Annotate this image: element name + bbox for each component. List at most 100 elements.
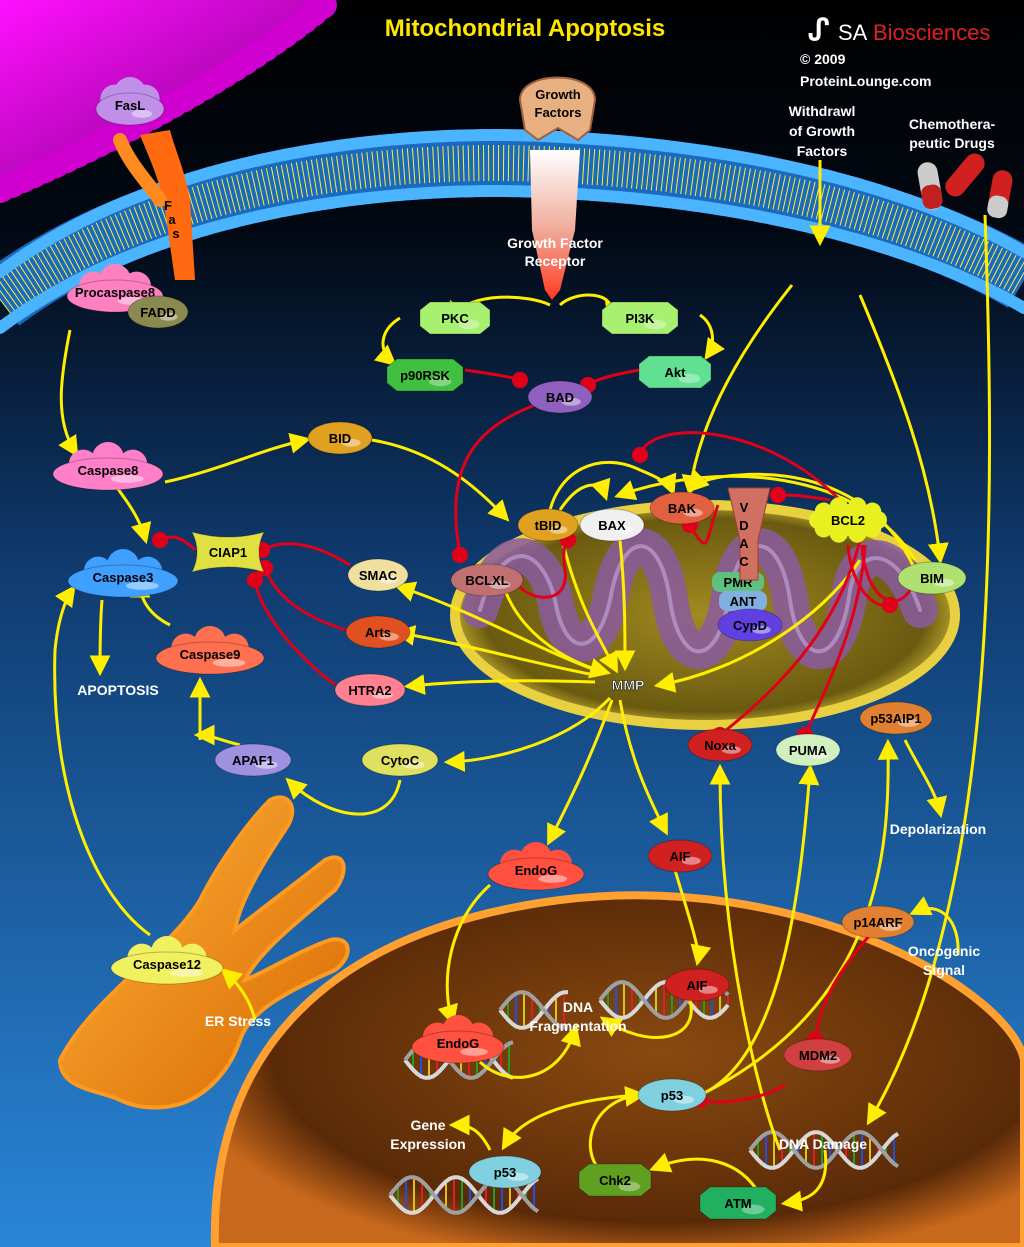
activation-arrow-14 (866, 214, 992, 1126)
node-label-caspase8: Caspase8 (78, 463, 139, 478)
vdac-letter: V (740, 500, 749, 515)
label-chemo: peutic Drugs (909, 135, 995, 151)
label-dna_frag: Fragmentation (529, 1018, 626, 1034)
inhibition-edge-63 (691, 1083, 786, 1109)
node-label-noxa: Noxa (704, 738, 737, 753)
activation-arrow-16 (614, 539, 636, 672)
growth-factor-receptor-icon (530, 150, 580, 300)
vdac-letter: C (739, 554, 749, 569)
inhibition-edge-48 (579, 368, 641, 394)
activation-arrow-10 (681, 284, 794, 497)
activation-arrow-23 (443, 696, 612, 772)
node-bad: BAD (527, 380, 593, 414)
node-p53b: p53 (468, 1155, 542, 1189)
activation-arrow-33 (437, 883, 491, 1027)
node-label-akt: Akt (665, 365, 687, 380)
inhibition-edge-57 (151, 531, 197, 552)
activation-arrow-13 (614, 474, 917, 561)
activation-arrow-29 (285, 777, 402, 816)
node-label-fasl: FasL (115, 98, 145, 113)
activation-arrow-9 (558, 477, 611, 511)
node-label-procaspase8: Procaspase8 (75, 285, 155, 300)
node-bid: BID (307, 421, 373, 455)
node-label-aif: AIF (670, 849, 691, 864)
node-bim: BIM (897, 561, 967, 595)
activation-arrow-19 (653, 559, 862, 693)
label-oncogenic: Oncogenic (908, 943, 981, 959)
node-fadd: FADD (127, 295, 189, 329)
brand-logo-b: Biosciences (873, 20, 990, 45)
node-label-caspase3: Caspase3 (93, 570, 154, 585)
inhibition-edge-49 (451, 403, 536, 564)
node-ant: ANT (719, 591, 767, 611)
node-smac: SMAC (347, 558, 409, 592)
label-dna_damage: DNA Damage (779, 1136, 867, 1152)
node-label-chk2: Chk2 (599, 1173, 631, 1188)
node-label-bad: BAD (546, 390, 574, 405)
inhibition-edge-54 (253, 541, 351, 567)
node-label-cytoc: CytoC (381, 753, 420, 768)
node-chk2: Chk2 (578, 1163, 652, 1197)
activation-arrow-11 (858, 294, 949, 565)
activation-arrow-41 (780, 1149, 828, 1212)
inhibition-edge-56 (246, 571, 336, 687)
node-ciap1: CIAP1 (191, 531, 265, 573)
copyright: © 2009 (800, 51, 846, 67)
growth-factors-label: Factors (535, 105, 582, 120)
node-akt: Akt (638, 355, 712, 389)
inhibition-edge-52 (769, 486, 831, 504)
node-p90rsk: p90RSK (386, 358, 464, 392)
activation-arrow-26 (89, 599, 111, 677)
node-label-htra2: HTRA2 (348, 683, 391, 698)
brand-mark-icon: ᔑ (808, 14, 829, 47)
brand-logo: ᔑ SA Biosciences (808, 14, 990, 47)
node-p53aip1: p53AIP1 (859, 701, 933, 735)
node-noxa: Noxa (687, 728, 753, 762)
node-label-arts: Arts (365, 625, 391, 640)
node-label-apaf1: APAF1 (232, 753, 274, 768)
activation-arrow-3 (371, 438, 510, 522)
activation-arrow-0 (58, 329, 79, 458)
node-label-puma: PUMA (789, 743, 828, 758)
label-withdrawal: of Growth (789, 123, 855, 139)
activation-arrow-45 (903, 739, 947, 819)
plasma-membrane-tails (0, 145, 1024, 315)
activation-arrow-37 (501, 1093, 641, 1151)
node-atm: ATM (699, 1186, 777, 1220)
activation-arrow-40 (649, 1152, 762, 1196)
node-label-caspase12: Caspase12 (133, 957, 201, 972)
activation-arrow-46 (909, 896, 960, 956)
activation-arrow-21 (393, 625, 596, 677)
page-title: Mitochondrial Apoptosis (385, 15, 665, 42)
activation-arrow-24 (547, 699, 614, 846)
pathway-edges (53, 160, 992, 1212)
node-endog: EndoG (487, 842, 585, 891)
node-endog2: EndoG (411, 1015, 505, 1064)
activation-arrow-35 (673, 869, 712, 967)
node-htra2: HTRA2 (334, 673, 406, 707)
fas-letter: F (164, 198, 172, 213)
node-caspase8: Caspase8 (52, 442, 164, 491)
activation-arrow-22 (403, 674, 596, 695)
node-label-atm: ATM (724, 1196, 751, 1211)
activation-arrow-42 (699, 763, 820, 1097)
brand-logo-a: SA (838, 20, 868, 45)
activation-arrow-34 (478, 1023, 581, 1079)
activation-arrow-20 (394, 581, 596, 672)
activation-arrow-38 (448, 1114, 492, 1151)
node-label-smac: SMAC (359, 568, 398, 583)
node-cytoc: CytoC (361, 743, 439, 777)
inhibition-edge-55 (256, 559, 346, 632)
label-er_stress: ER Stress (205, 1013, 271, 1029)
node-label-endog: EndoG (515, 863, 558, 878)
fas-receptor-icon (113, 130, 195, 280)
node-puma: PUMA (775, 733, 841, 767)
node-label-p53a: p53 (661, 1088, 683, 1103)
mmp-label: MMP (612, 677, 645, 693)
node-tbid: tBID (517, 508, 579, 542)
capsule-drug-icon (917, 153, 1013, 219)
